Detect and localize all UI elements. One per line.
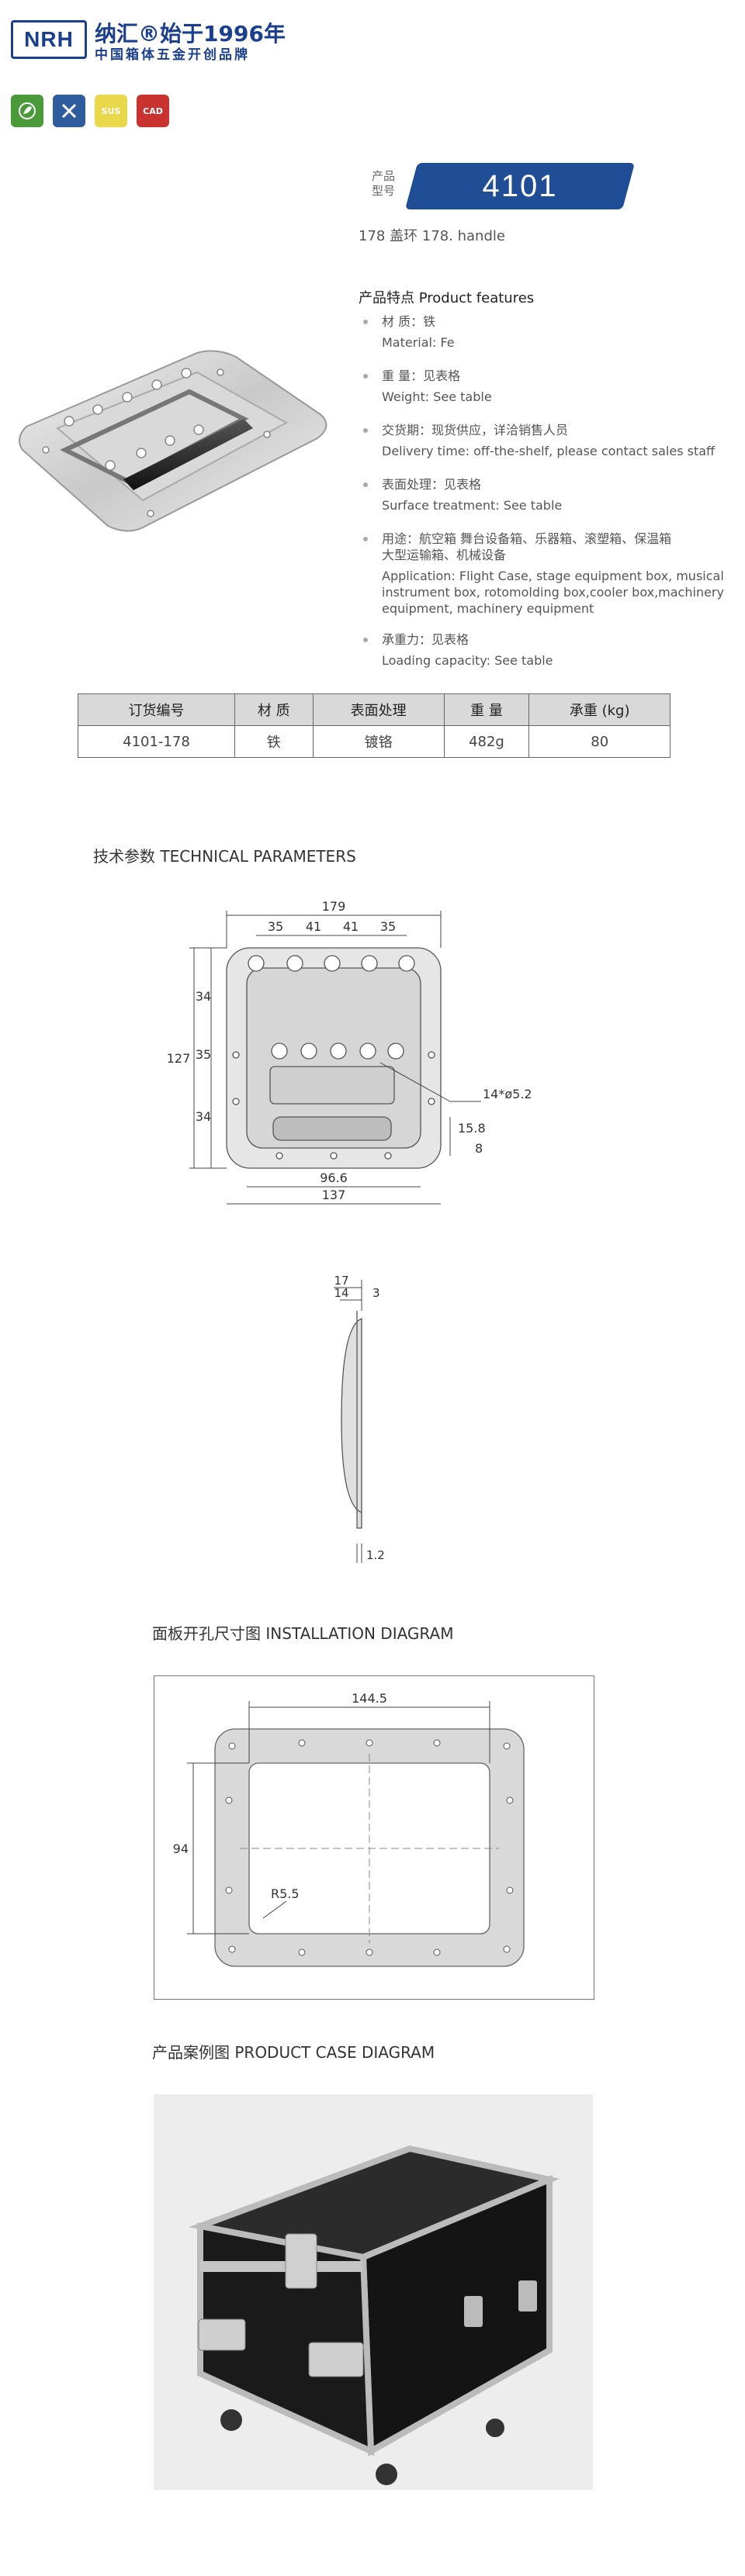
feature-cn: 重 量：见表格 <box>363 368 736 384</box>
feature-cn: 交货期：现货供应，详洽销售人员 <box>363 422 736 438</box>
sus-icon: SUS <box>95 95 127 127</box>
side-drawing: 17 14 3 1.2 <box>295 1272 450 1567</box>
dim-seg: 35 <box>268 919 283 934</box>
feature-material: 材 质：铁 Material: Fe <box>363 313 736 351</box>
table-header: 材 质 <box>234 693 314 726</box>
feature-en: Weight: See table <box>382 389 492 404</box>
case-photo <box>154 2094 593 2490</box>
feature-cn: 承重力：见表格 <box>363 631 736 648</box>
tools-icon <box>53 95 85 127</box>
dim-outer: 137 <box>322 1188 346 1202</box>
feature-delivery: 交货期：现货供应，详洽销售人员 Delivery time: off-the-sh… <box>363 422 736 459</box>
dim-3: 3 <box>372 1286 380 1300</box>
table-header: 重 量 <box>443 693 530 726</box>
table-header: 表面处理 <box>312 693 445 726</box>
case-title: 产品案例图 PRODUCT CASE DIAGRAM <box>152 2043 435 2062</box>
product-name: 178 盖环 178. handle <box>359 228 505 244</box>
dim-height: 127 <box>167 1051 191 1066</box>
dim-radius: R5.5 <box>271 1886 300 1901</box>
feature-application: 用途：航空箱 舞台设备箱、乐器箱、滚塑箱、保温箱 大型运输箱、机械设备 Appli… <box>363 531 736 617</box>
dim-seg: 35 <box>380 919 396 934</box>
feature-cn: 材 质：铁 <box>363 313 736 330</box>
feature-loading: 承重力：见表格 Loading capacity: See table <box>363 631 736 669</box>
dim-seg: 41 <box>343 919 359 934</box>
dim-h1: 34 <box>196 989 211 1004</box>
dim-seg: 41 <box>306 919 321 934</box>
feature-en: Material: Fe <box>382 335 455 350</box>
dim-17: 17 <box>334 1274 348 1288</box>
feature-en: Application: Flight Case, stage equipmen… <box>382 569 724 616</box>
feature-cn: 用途：航空箱 舞台设备箱、乐器箱、滚塑箱、保温箱 大型运输箱、机械设备 <box>363 531 736 563</box>
table-cell: 铁 <box>234 725 314 758</box>
table-cell: 4101-178 <box>78 725 235 758</box>
feature-weight: 重 量：见表格 Weight: See table <box>363 368 736 405</box>
table-cell: 80 <box>528 725 670 758</box>
table-cell: 镀铬 <box>312 725 445 758</box>
feature-surface: 表面处理：见表格 Surface treatment: See table <box>363 476 736 513</box>
product-number: 4101 <box>482 169 558 203</box>
brand-logo: NRH <box>11 20 87 59</box>
feature-cn: 表面处理：见表格 <box>363 476 736 493</box>
technical-title: 技术参数 TECHNICAL PARAMETERS <box>93 847 356 866</box>
table-row: 4101-178 铁 镀铬 482g 80 <box>78 725 670 758</box>
dim-h3: 34 <box>196 1109 211 1124</box>
dim-12: 1.2 <box>366 1548 385 1562</box>
table-header-row: 订货编号 材 质 表面处理 重 量 承重 (kg) <box>78 693 670 726</box>
dim-install-width: 144.5 <box>352 1691 387 1706</box>
spec-table: 订货编号 材 质 表面处理 重 量 承重 (kg) 4101-178 铁 镀铬 … <box>78 693 670 758</box>
dim-h2: 35 <box>196 1047 211 1062</box>
dim-inner: 96.6 <box>320 1170 348 1185</box>
front-drawing: 179 35 41 41 35 127 34 35 34 14*ø5.2 15.… <box>155 899 590 1226</box>
brand-tagline: 中国箱体五金开创品牌 <box>95 47 250 63</box>
feature-en: Delivery time: off-the-shelf, please con… <box>382 444 716 458</box>
table-header: 订货编号 <box>78 693 235 726</box>
dim-holes: 14*ø5.2 <box>483 1087 532 1101</box>
installation-frame: 144.5 94 R5.5 <box>154 1675 594 2000</box>
dim-width: 179 <box>322 900 346 914</box>
features-title: 产品特点 Product features <box>359 290 535 306</box>
brand-slogan: 纳汇®始于1996年 <box>95 21 286 47</box>
dim-14: 14 <box>334 1286 348 1300</box>
installation-title: 面板开孔尺寸图 INSTALLATION DIAGRAM <box>152 1624 454 1643</box>
product-photo <box>11 341 337 543</box>
table-header: 承重 (kg) <box>528 693 670 726</box>
dim-install-height: 94 <box>173 1841 189 1856</box>
feature-en: Surface treatment: See table <box>382 498 563 513</box>
feature-en: Loading capacity: See table <box>382 653 553 668</box>
table-cell: 482g <box>443 725 530 758</box>
product-number-label: 产品 型号 <box>371 169 395 198</box>
dim-8: 8 <box>475 1141 483 1156</box>
dim-158: 15.8 <box>458 1121 486 1136</box>
eco-icon <box>11 95 43 127</box>
cad-icon: CAD <box>137 95 169 127</box>
